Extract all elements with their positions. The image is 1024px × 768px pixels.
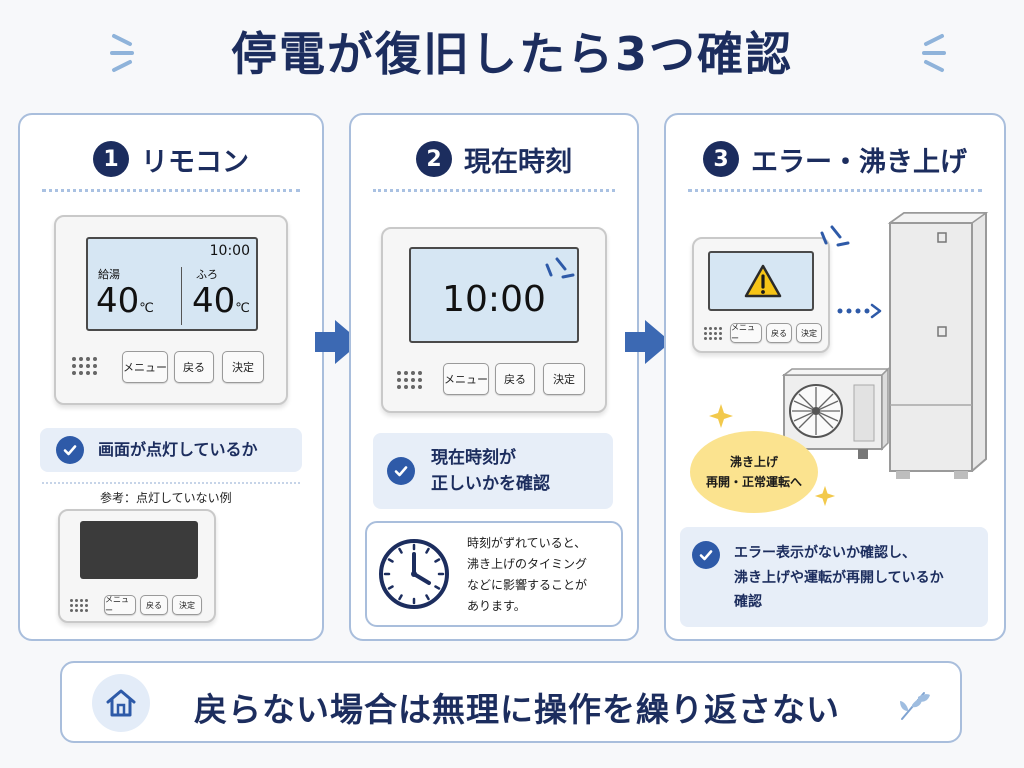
step-number-badge: 1 [93,141,129,177]
home-icon-circle [92,674,150,732]
step-3-header: 3 エラー・沸き上げ [666,137,1004,181]
check-item: 現在時刻が 正しいかを確認 [373,433,613,509]
back-button[interactable]: 戻る [174,351,214,383]
speaker-grille [72,357,97,375]
confirm-button[interactable]: 決定 [222,351,264,383]
caution-text: 戻らない場合は無理に操作を繰り返さない [194,690,840,729]
step-number-badge: 2 [416,141,452,177]
note-box: 時刻がずれていると、 沸き上げのタイミング などに影響することが あります。 [365,521,623,627]
reference-remote: メニュー 戻る 決定 [58,509,216,623]
step-1-header: 1 リモコン [20,137,322,181]
step-number-badge: 3 [703,141,739,177]
remote-screen: 10:00 [409,247,579,343]
speaker-grille [704,327,722,340]
arrow-right-icon [625,320,671,364]
dotted-divider [42,189,300,192]
sparkle-right-icon [922,34,946,72]
blink-mark-icon [545,257,575,279]
bath-label: ふろ [196,268,218,281]
heat-pump-unit-icon [781,367,890,459]
check-item: エラー表示がないか確認し、 沸き上げや運転が再開しているか 確認 [680,527,988,627]
clock-icon [379,539,449,609]
hot-water-label: 給湯 [98,268,120,281]
reference-label: 参考：点灯していない例 [100,491,232,505]
check-text: 現在時刻が 正しいかを確認 [431,447,550,494]
remote-controller: メニュー 戻る 決定 [692,237,830,353]
remote-screen: 10:00 給湯 ふろ 40℃ 40℃ [86,237,258,331]
water-heater-tank-icon [887,212,989,479]
speaker-grille [397,371,422,389]
remote-screen [708,251,814,311]
bath-temp: 40℃ [192,281,250,321]
alert-mark-icon [820,225,850,247]
dark-screen [80,521,198,579]
status-bubble: 沸き上げ 再開・正常運転へ [690,431,818,513]
remote-controller: 10:00 メニュー 戻る 決定 [381,227,607,413]
menu-button[interactable]: メニュー [443,363,489,395]
sparkle-icon [814,485,836,507]
confirm-button[interactable]: 決定 [543,363,585,395]
step-2-panel: 2 現在時刻 10:00 メニュー 戻る 決定 現在時刻が 正しいかを確認 [349,113,639,641]
caution-banner: 戻らない場合は無理に操作を繰り返さない [60,661,962,743]
menu-button[interactable]: メニュー [122,351,168,383]
leaf-icon [900,692,930,720]
warning-icon [744,264,782,298]
back-button[interactable]: 戻る [766,323,792,343]
check-icon [56,436,84,464]
speaker-grille [70,599,88,612]
check-item: 画面が点灯しているか [40,428,302,472]
screen-divider [181,267,182,325]
step-2-header: 2 現在時刻 [351,137,637,181]
step-title: リモコン [141,146,249,178]
confirm-button[interactable]: 決定 [796,323,822,343]
arrow-right-icon [315,320,361,364]
check-icon [387,457,415,485]
check-text: エラー表示がないか確認し、 沸き上げや運転が再開しているか 確認 [734,545,944,610]
back-button[interactable]: 戻る [495,363,535,395]
dotted-arrow-icon [837,303,882,319]
remote-controller: 10:00 給湯 ふろ 40℃ 40℃ メニュー 戻る 決定 [54,215,288,405]
note-text: 時刻がずれていると、 沸き上げのタイミング などに影響することが あります。 [467,536,588,613]
step-3-panel: 3 エラー・沸き上げ メニュー 戻る 決定 [664,113,1006,641]
sparkle-left-icon [110,34,134,72]
check-text: 画面が点灯しているか [98,439,258,459]
dotted-divider [42,482,300,484]
sparkle-icon [709,404,733,428]
home-icon [106,689,136,717]
back-button[interactable]: 戻る [140,595,168,615]
step-1-panel: 1 リモコン 10:00 給湯 ふろ 40℃ 40℃ メニュー 戻る 決定 画面… [18,113,324,641]
dotted-divider [373,189,615,192]
check-icon [692,541,720,569]
page-title: 停電が復旧したら3つ確認 [230,27,793,81]
remote-clock: 10:00 [209,243,250,259]
remote-clock: 10:00 [442,279,546,320]
hot-water-temp: 40℃ [96,281,154,321]
step-title: 現在時刻 [464,146,572,178]
menu-button[interactable]: メニュー [104,595,136,615]
step-title: エラー・沸き上げ [751,146,967,178]
dotted-divider [688,189,982,192]
confirm-button[interactable]: 決定 [172,595,202,615]
menu-button[interactable]: メニュー [730,323,762,343]
